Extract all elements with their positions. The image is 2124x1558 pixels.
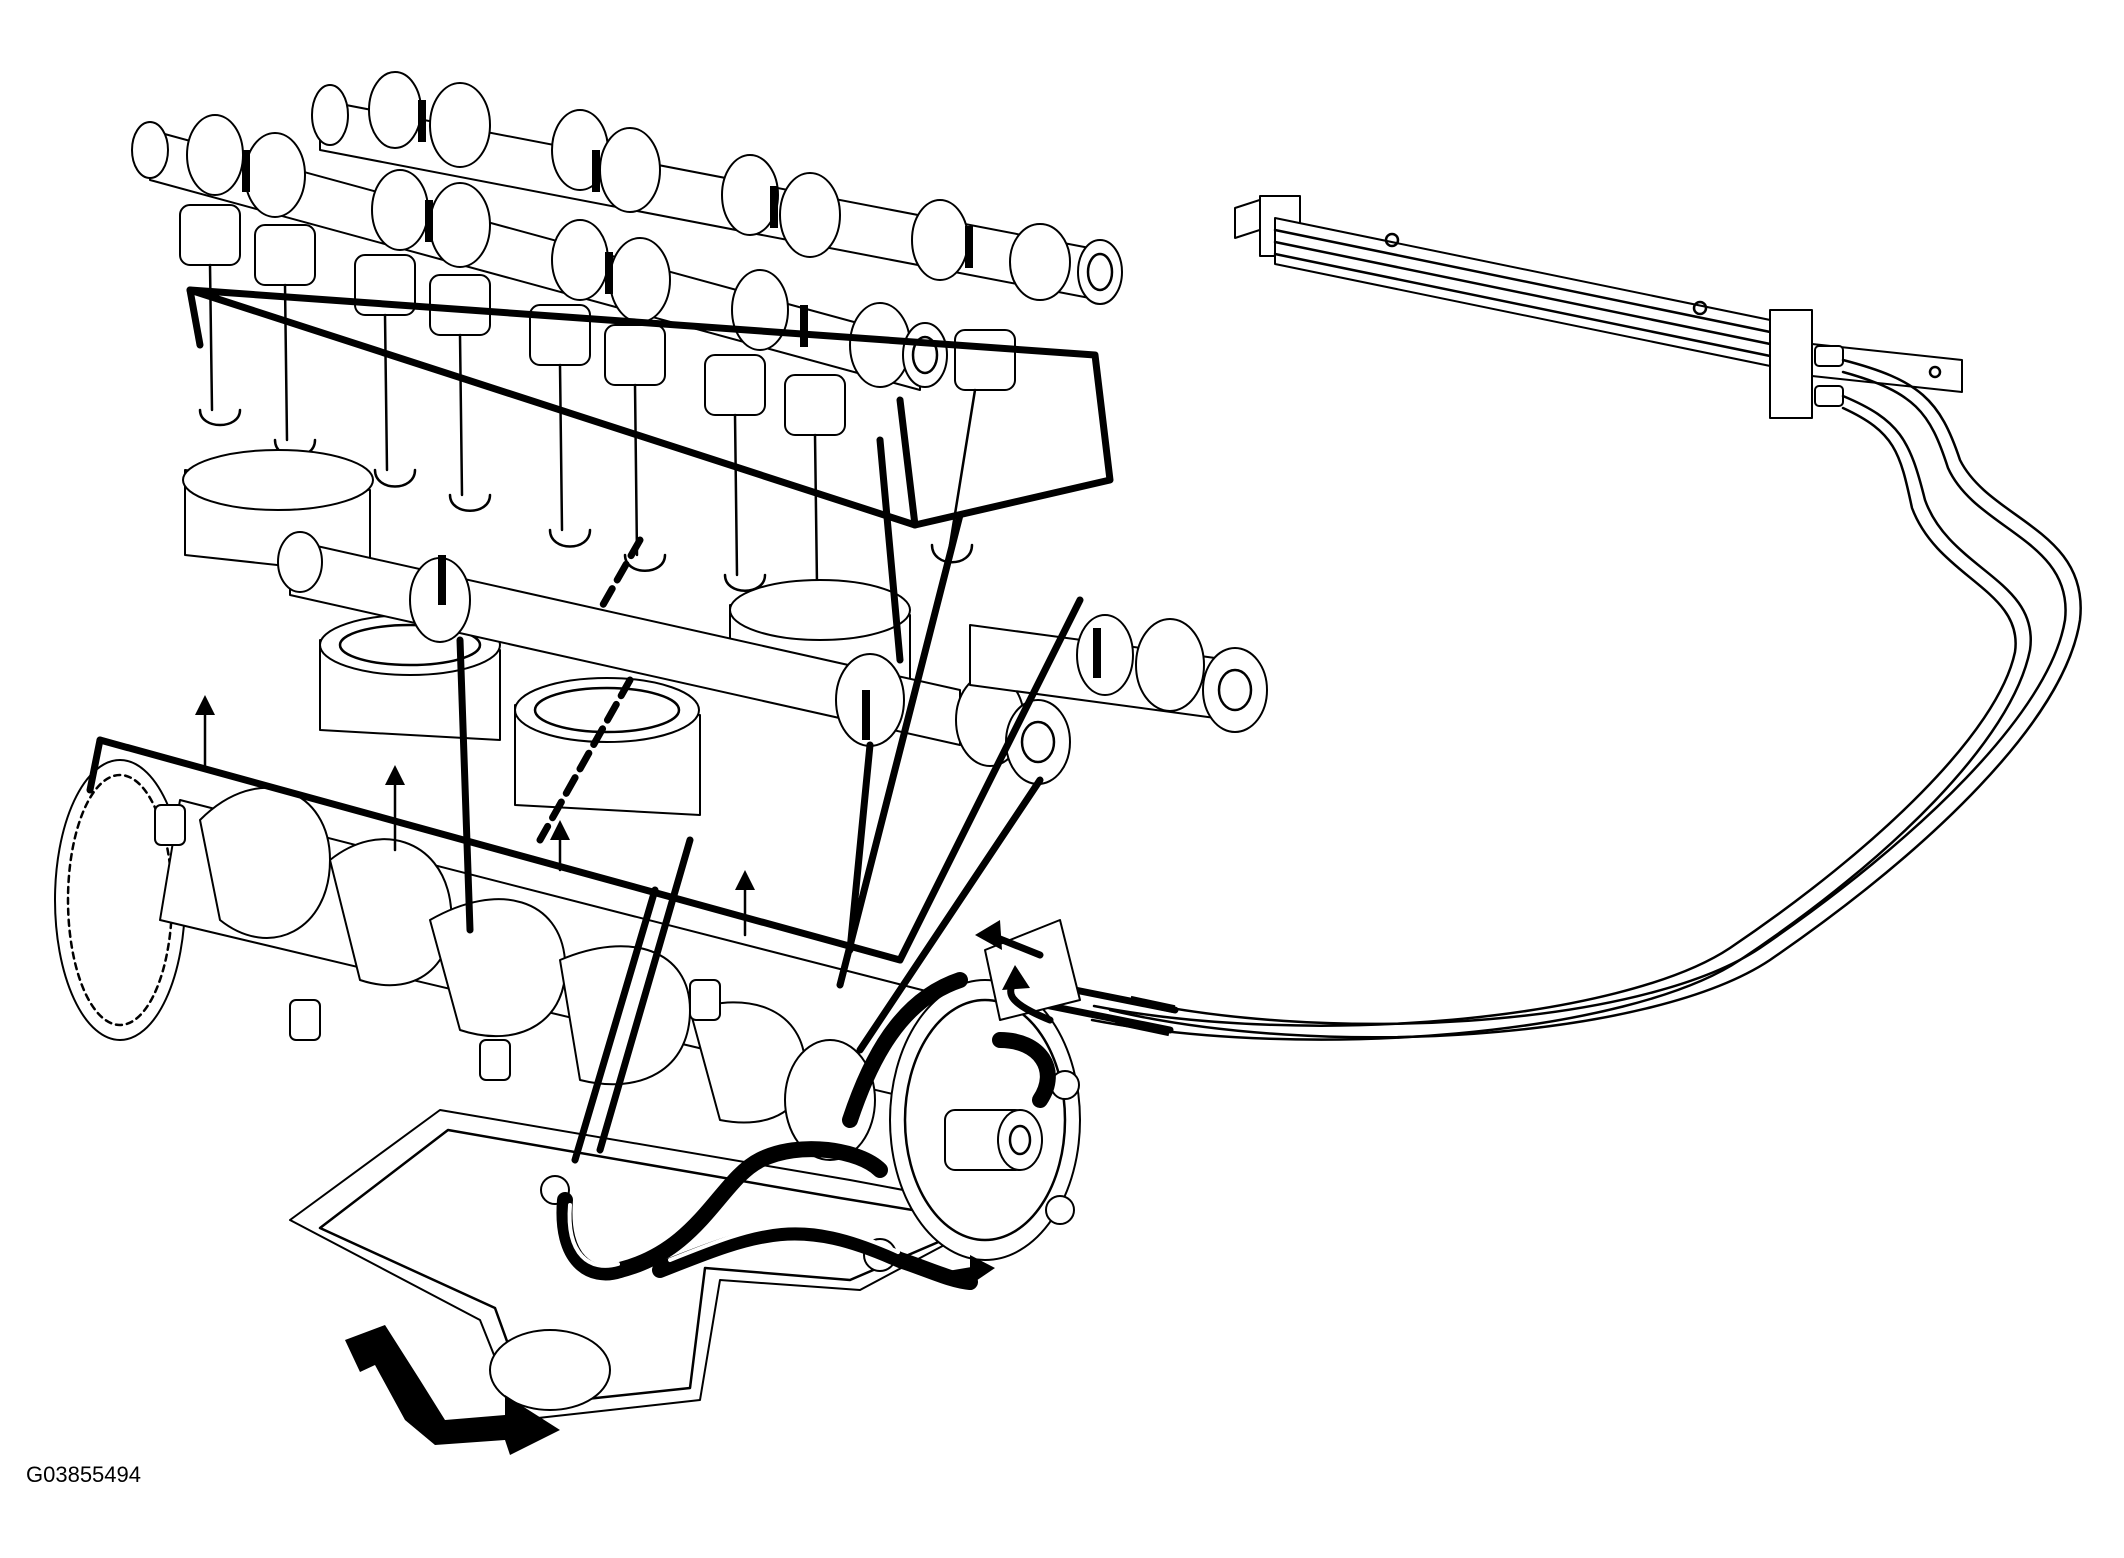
- oil-cooler-lines: [1041, 358, 2082, 1041]
- arrow-icon: [550, 820, 570, 872]
- arrow-icon: [195, 695, 215, 772]
- lifters: [179, 204, 1016, 436]
- oil-cooler: [1234, 195, 1963, 419]
- arrow-icon: [735, 870, 755, 937]
- intermediate-camshaft: [969, 614, 1268, 733]
- flow-arrows: [195, 695, 1054, 1455]
- front-camshaft: [131, 114, 948, 391]
- arrow-icon: [385, 765, 405, 852]
- rear-camshaft: [311, 71, 1123, 305]
- arrow-icon: [941, 1255, 995, 1285]
- figure-id-label: G03855494: [26, 1462, 141, 1487]
- arrow-icon: [1002, 965, 1054, 1024]
- large-rotation-arrow-icon: [345, 1325, 560, 1455]
- arrow-icon: [975, 920, 1044, 959]
- middle-shaft: [277, 531, 1071, 785]
- crankshaft: [54, 759, 1001, 1124]
- oil-gallery-lines: [86, 286, 1114, 1164]
